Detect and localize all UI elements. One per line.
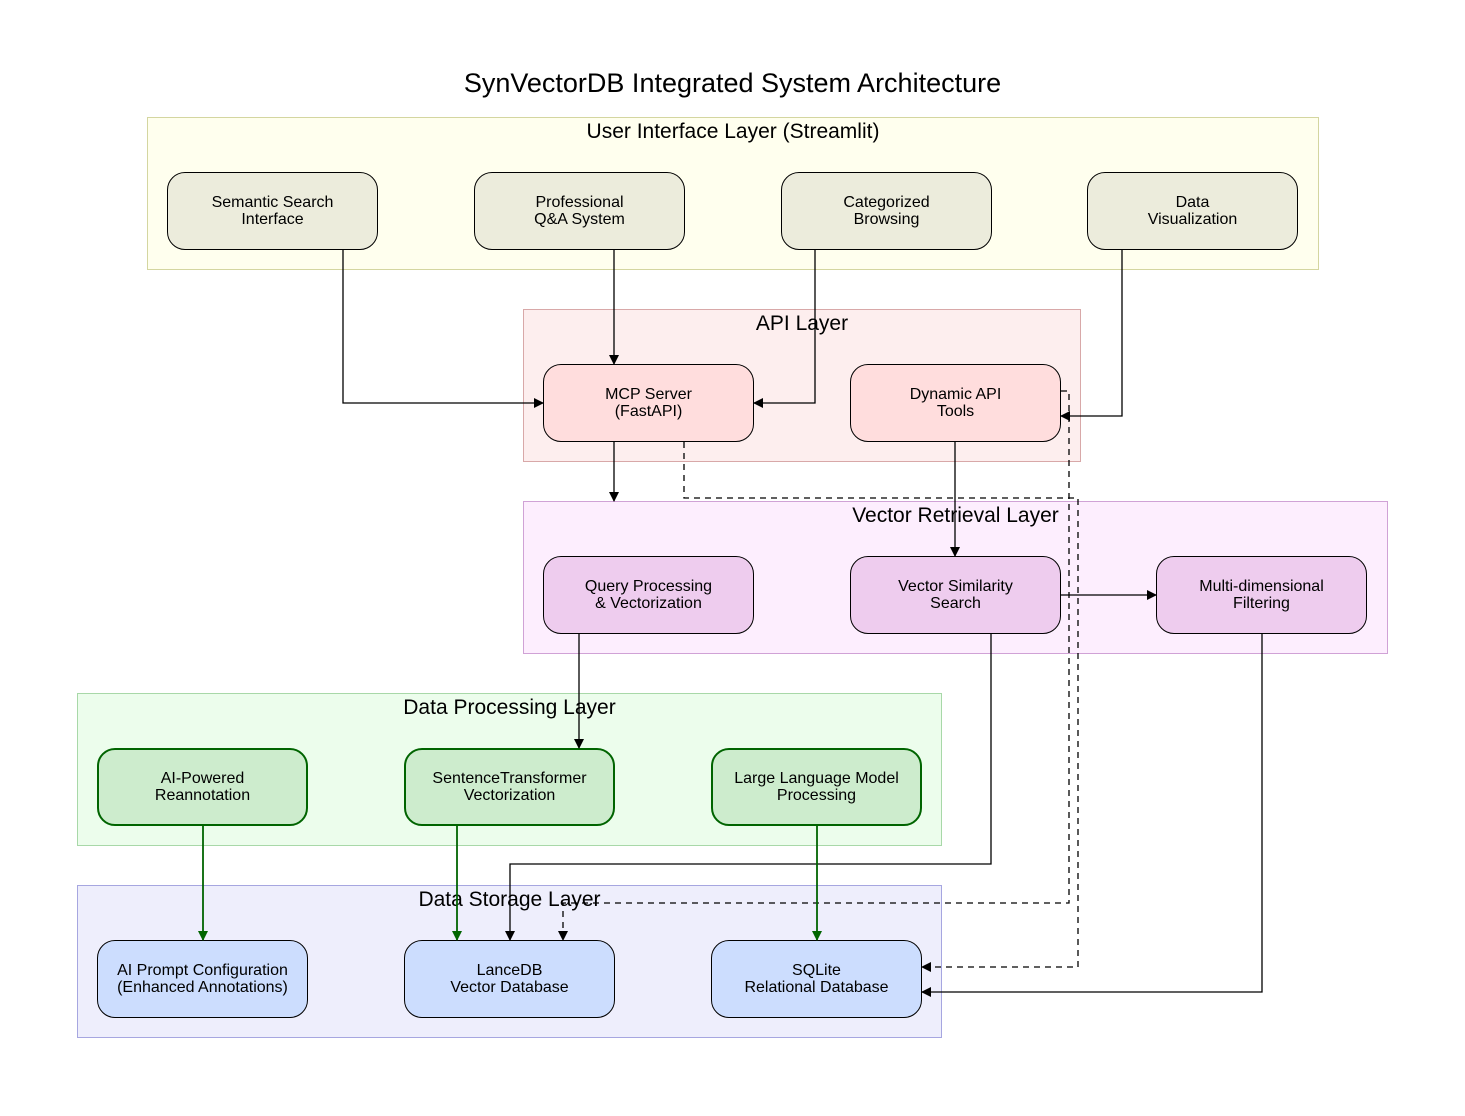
- node-llm-processing: Large Language Model Processing: [711, 748, 922, 826]
- node-categorized-browsing: Categorized Browsing: [781, 172, 992, 250]
- layer-title: Data Processing Layer: [403, 696, 616, 719]
- node-query-processing: Query Processing & Vectorization: [543, 556, 754, 634]
- node-ai-prompt-configuration: AI Prompt Configuration (Enhanced Annota…: [97, 940, 308, 1018]
- edge-dynamic-api-to-lancedb-dashed: [558, 390, 1070, 941]
- diagram-title: SynVectorDB Integrated System Architectu…: [463, 68, 1002, 98]
- node-sentencetransformer-vectorization: SentenceTransformer Vectorization: [404, 748, 615, 826]
- node-mcp-server: MCP Server (FastAPI): [543, 364, 754, 442]
- node-semantic-search-interface: Semantic Search Interface: [167, 172, 378, 250]
- node-data-visualization: Data Visualization: [1087, 172, 1298, 250]
- edge-categorized-browsing-to-mcp: [753, 250, 816, 408]
- node-sqlite: SQLite Relational Database: [711, 940, 922, 1018]
- node-dynamic-api-tools: Dynamic API Tools: [850, 364, 1061, 442]
- edge-vector-similarity-to-lancedb: [505, 634, 992, 941]
- node-ai-powered-reannotation: AI-Powered Reannotation: [97, 748, 308, 826]
- layer-title: API Layer: [755, 312, 849, 335]
- layer-title: User Interface Layer (Streamlit): [586, 120, 880, 143]
- edge-mcp-to-sqlite-dashed: [683, 442, 1079, 972]
- edge-filtering-to-sqlite: [921, 634, 1263, 997]
- node-multi-dimensional-filtering: Multi-dimensional Filtering: [1156, 556, 1367, 634]
- edge-data-visualization-to-dynamic-api: [1060, 250, 1123, 421]
- node-vector-similarity-search: Vector Similarity Search: [850, 556, 1061, 634]
- edge-semantic-search-to-mcp: [342, 250, 544, 408]
- node-professional-qa-system: Professional Q&A System: [474, 172, 685, 250]
